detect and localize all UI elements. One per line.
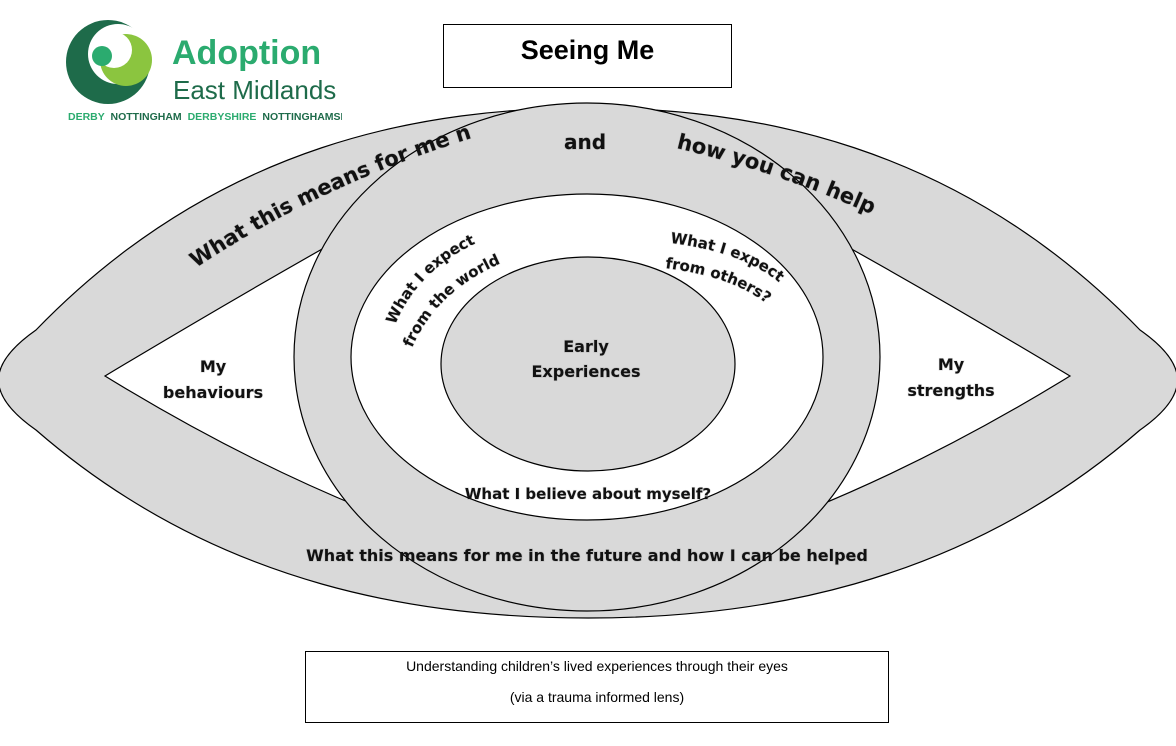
logo-area-nottingham: NOTTINGHAM	[111, 111, 182, 123]
label-top-center: and	[564, 130, 606, 154]
label-strengths-line2: strengths	[907, 381, 994, 400]
pupil	[440, 256, 736, 472]
label-behaviours-line2: behaviours	[163, 383, 263, 402]
logo-name-line2: East Midlands	[173, 75, 336, 105]
logo-mark-icon	[66, 20, 152, 104]
logo-name-line1: Adoption	[172, 34, 321, 72]
title-box: Seeing Me	[443, 24, 732, 88]
caption-line1: Understanding children’s lived experienc…	[406, 658, 788, 674]
label-early-line1: Early	[563, 337, 609, 356]
logo-area-derbyshire: DERBYSHIRE	[188, 111, 257, 123]
label-strengths-line1: My	[938, 355, 965, 374]
label-early-line2: Experiences	[531, 362, 640, 381]
label-believe-myself: What I believe about myself?	[465, 485, 711, 503]
adoption-east-midlands-logo: Adoption East Midlands DERBY NOTTINGHAM …	[66, 20, 342, 123]
caption-box: Understanding children’s lived experienc…	[305, 651, 889, 723]
label-future: What this means for me in the future and…	[306, 546, 868, 565]
page-title: Seeing Me	[520, 34, 655, 65]
label-behaviours-line1: My	[200, 357, 227, 376]
logo-areas: DERBY NOTTINGHAM DERBYSHIRE NOTTINGHAMSH…	[68, 111, 342, 123]
logo-area-derby: DERBY	[68, 111, 105, 123]
logo-area-nottinghamshire: NOTTINGHAMSHIRE	[262, 111, 342, 123]
caption-line2: (via a trauma informed lens)	[509, 689, 685, 705]
